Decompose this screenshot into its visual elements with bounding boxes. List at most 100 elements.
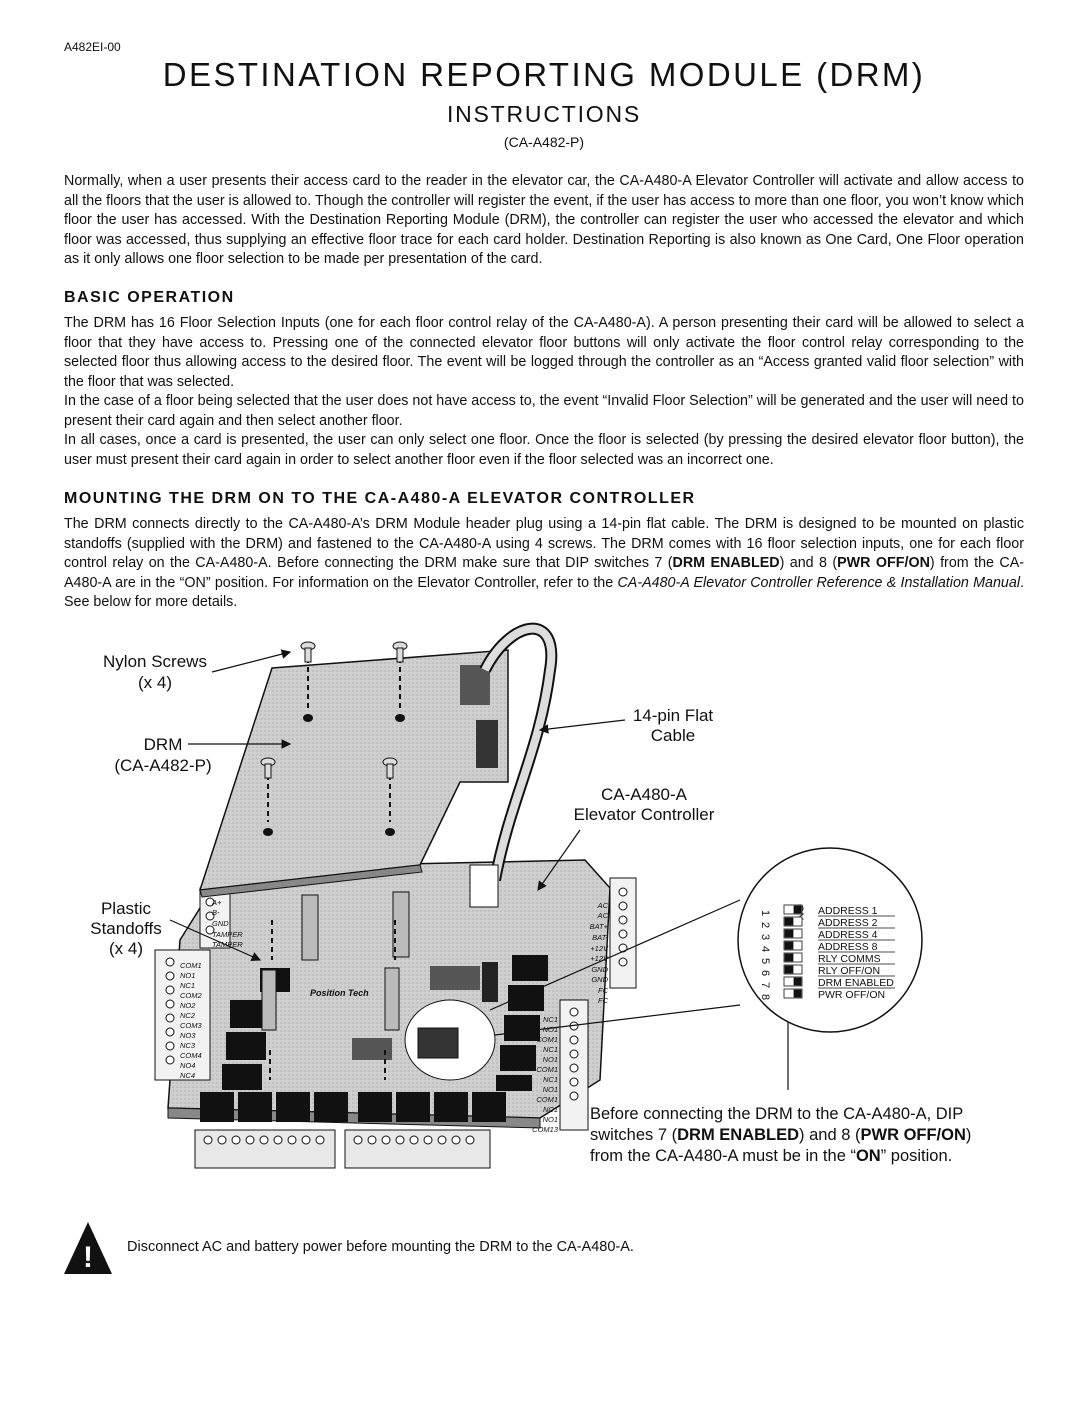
svg-text:NO4: NO4 [180,1061,195,1070]
mounting-heading: MOUNTING THE DRM ON TO THE CA-A480-A ELE… [64,490,696,507]
dip-num: 6 [759,970,771,976]
svg-text:GND: GND [591,965,608,974]
standoffs-label-2: Standoffs [90,919,162,938]
svg-text:FC: FC [598,996,609,1005]
dip-num: 1 [759,910,771,916]
controller-label-2: Elevator Controller [574,805,715,824]
standoffs-label-1: Plastic [101,899,152,918]
nylon-screws-qty: (x 4) [138,673,172,692]
nylon-screws [260,641,408,1080]
mounting-text-a: The DRM connects directly to the CA-A480… [64,516,1024,571]
svg-text:NC1: NC1 [543,1105,558,1114]
svg-text:NO3: NO3 [180,1031,196,1040]
svg-text:GND: GND [591,975,608,984]
svg-text:AC: AC [597,911,609,920]
svg-text:NO1: NO1 [543,1115,558,1124]
svg-text:NC1: NC1 [543,1075,558,1084]
page-title: DESTINATION REPORTING MODULE (DRM) [162,56,926,93]
svg-text:COM3: COM3 [180,1021,202,1030]
svg-text:GND: GND [212,919,229,928]
basic-operation-paragraph-3: In all cases, once a card is presented, … [64,432,1024,468]
flat-cable-label-2: Cable [651,726,695,745]
svg-text:+12V: +12V [590,954,609,963]
dip-num: 2 [759,922,771,928]
document-id: A482EI-00 [64,40,121,54]
svg-text:TAMPER: TAMPER [212,930,243,939]
drm-label: DRM [144,735,183,754]
svg-text:TAMPER: TAMPER [212,940,243,949]
svg-text:COM1: COM1 [536,1035,558,1044]
svg-text:NC3: NC3 [180,1041,196,1050]
mounting-paragraph: The DRM connects directly to the CA-A480… [64,515,1024,613]
mounting-text-d: . See below for more details. [64,574,1024,611]
left-terminal-strip [154,887,231,1081]
dip-label: ADDRESS 4 [818,929,878,941]
svg-text:FC: FC [598,986,609,995]
part-number: (CA-A482-P) [503,134,585,150]
svg-text:+12V: +12V [590,944,609,953]
controller-label-1: CA-A480-A [601,785,688,804]
right-terminal-strip [559,877,637,1131]
svg-text:NO1: NO1 [180,971,195,980]
dip-num: 3 [759,934,771,940]
dip-label: RLY COMMS [818,953,881,965]
dip-switch-labels: ADDRESS 1 ADDRESS 2 ADDRESS 4 ADDRESS 8 … [818,905,894,1001]
dip-num: 7 [759,982,771,988]
drm-part-label: (CA-A482-P) [114,756,211,775]
brand-label: Position Tech [310,988,369,998]
plastic-standoffs [261,891,410,1031]
svg-text:NC1: NC1 [180,981,195,990]
page-subtitle: INSTRUCTIONS [446,101,642,127]
dip-label: ADDRESS 1 [818,905,878,917]
svg-text:NO1: NO1 [543,1085,558,1094]
svg-text:NC2: NC2 [180,1011,196,1020]
svg-text:COM1: COM1 [536,1065,558,1074]
svg-text:NC1: NC1 [543,1045,558,1054]
right-terminal-labels: AC AC BAT+ BAT- +12V +12V GND GND FC FC … [532,901,609,1134]
svg-text:A+: A+ [211,898,222,907]
dip-num: 4 [759,946,771,952]
svg-text:COM4: COM4 [180,1051,202,1060]
dip-note-line-2: switches 7 (DRM ENABLED) and 8 (PWR OFF/… [590,1126,971,1144]
dip-note-line-1: Before connecting the DRM to the CA-A480… [590,1105,963,1123]
svg-text:AC: AC [597,901,609,910]
dip-num: 5 [759,958,771,964]
svg-text:COM1: COM1 [180,961,202,970]
dip-label: DRM ENABLED [818,977,894,989]
mounting-text-c: ) from the CA-A480-A are in the “ON” pos… [64,555,1024,591]
svg-text:NO1: NO1 [543,1025,558,1034]
warning-icon: ! [64,1222,112,1274]
left-terminal-labels: A+ B- GND TAMPER TAMPER COM1 NO1 NC1 COM… [180,898,243,1080]
svg-text:NC4: NC4 [180,1071,195,1080]
warning-text: Disconnect AC and battery power before m… [127,1239,634,1255]
mounting-text-b: ) and 8 ( [779,555,838,571]
right-relays [496,955,548,1091]
svg-text:NO1: NO1 [543,1055,558,1064]
intro-paragraph: Normally, when a user presents their acc… [64,173,1024,267]
dip-note: Before connecting the DRM to the CA-A480… [590,1105,971,1165]
bottom-terminal-blocks [194,1129,491,1169]
mounting-bold-drm-enabled: DRM ENABLED [672,555,780,571]
flat-cable-label-1: 14-pin Flat [633,706,714,725]
dip-note-line-3: from the CA-A480-A must be in the “ON” p… [590,1147,952,1165]
svg-text:COM1: COM1 [536,1095,558,1104]
dip-switch-numbers: 1 2 3 4 5 6 7 8 [759,910,771,1000]
controller-board: Position Tech [154,859,637,1169]
dip-switch-callout: ON 1 2 3 4 5 6 7 8 AD [737,847,923,1033]
standoffs-qty: (x 4) [109,939,143,958]
svg-text:NC1: NC1 [543,1015,558,1024]
dip-label: PWR OFF/ON [818,989,885,1001]
svg-text:NO2: NO2 [180,1001,196,1010]
dip-label: ADDRESS 2 [818,917,878,929]
nylon-screws-label: Nylon Screws [103,652,207,671]
svg-text:BAT+: BAT+ [590,922,609,931]
dip-num: 8 [759,994,771,1000]
basic-operation-paragraph-2: In the case of a floor being selected th… [64,393,1024,429]
svg-text:COM2: COM2 [180,991,202,1000]
svg-text:COM13: COM13 [532,1125,559,1134]
svg-text:B-: B- [212,908,220,917]
bottom-relays [200,1092,506,1122]
dip-label: ADDRESS 8 [818,941,878,953]
basic-operation-heading: BASIC OPERATION [64,289,235,306]
